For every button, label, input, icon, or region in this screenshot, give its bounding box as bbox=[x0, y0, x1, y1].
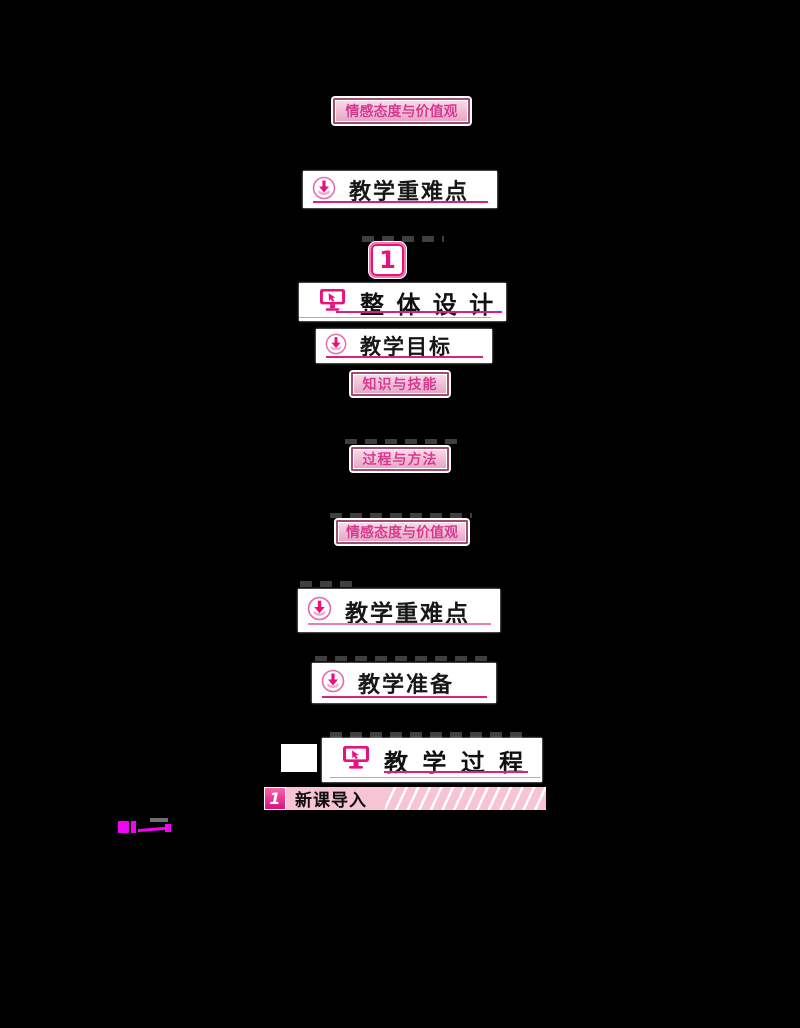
lesson-intro-strip: 新课导入 bbox=[286, 787, 547, 811]
download-circle-icon bbox=[307, 596, 332, 625]
underline-thin bbox=[330, 776, 540, 778]
big-header-teaching-process: 教 学 过 程 bbox=[322, 738, 542, 782]
section-title: 教学重难点 bbox=[349, 179, 470, 205]
monitor-cursor-icon bbox=[319, 288, 346, 317]
text-remnant bbox=[330, 513, 472, 518]
badge-process-methods: 过程与方法 bbox=[351, 447, 449, 471]
badge-values-label: 情感态度与价值观 bbox=[346, 525, 458, 541]
number-badge-value: 1 bbox=[379, 246, 396, 274]
underline bbox=[326, 356, 483, 358]
lesson-intro-label: 新课导入 bbox=[295, 791, 367, 811]
text-remnant bbox=[330, 732, 528, 738]
section-header-teaching-goals: 教学目标 bbox=[316, 329, 492, 363]
download-circle-icon bbox=[321, 669, 345, 697]
underline bbox=[384, 770, 528, 773]
lesson-intro-number: 1 bbox=[264, 787, 286, 810]
download-circle-icon bbox=[312, 176, 336, 204]
section-title: 教学准备 bbox=[358, 673, 455, 698]
blank-label-box bbox=[281, 744, 317, 772]
badge-knowledge-skills: 知识与技能 bbox=[351, 372, 449, 396]
big-header-title: 整 体 设 计 bbox=[360, 289, 496, 319]
monitor-cursor-icon bbox=[342, 745, 370, 775]
text-remnant bbox=[300, 581, 354, 587]
section-header-key-points-1: 教学重难点 bbox=[303, 171, 497, 208]
download-circle-icon bbox=[325, 333, 347, 359]
section-header-preparation: 教学准备 bbox=[312, 663, 496, 703]
underline bbox=[313, 201, 488, 203]
section-title: 教学目标 bbox=[360, 335, 452, 359]
number-badge: 1 bbox=[369, 242, 406, 278]
underline bbox=[322, 696, 487, 698]
text-remnant bbox=[345, 439, 461, 444]
text-remnant bbox=[315, 656, 493, 661]
magenta-annotation-marks bbox=[118, 818, 176, 835]
section-header-key-points-2: 教学重难点 bbox=[298, 589, 500, 632]
text-remnant bbox=[362, 236, 444, 242]
section-title: 教学重难点 bbox=[345, 600, 470, 627]
badge-knowledge-skills-label: 知识与技能 bbox=[362, 377, 438, 393]
big-header-overall-design: 整 体 设 计 bbox=[299, 283, 506, 321]
badge-values-top-label: 情感态度与价值观 bbox=[345, 104, 458, 120]
badge-values: 情感态度与价值观 bbox=[336, 520, 468, 544]
badge-process-methods-label: 过程与方法 bbox=[362, 452, 438, 468]
underline bbox=[336, 310, 502, 313]
badge-values-top: 情感态度与价值观 bbox=[333, 98, 470, 124]
underline-thin bbox=[299, 316, 491, 318]
underline bbox=[308, 623, 491, 625]
gray-smudge bbox=[150, 818, 168, 822]
lesson-intro-bar: 1 新课导入 bbox=[264, 787, 547, 811]
